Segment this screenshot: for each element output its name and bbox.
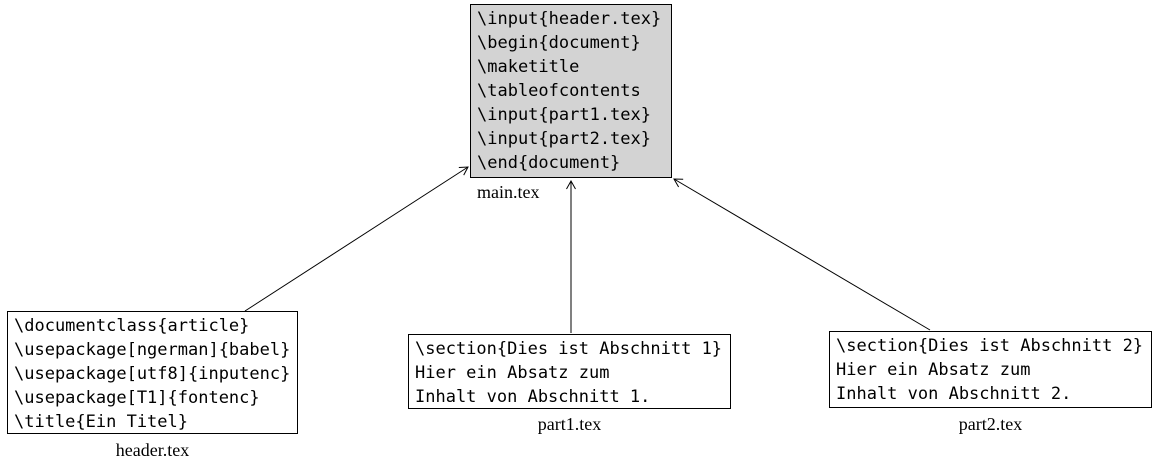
code-line: \input{part2.tex} [477, 129, 651, 149]
file-box-header-tex: \documentclass{article} \usepackage[nger… [7, 311, 298, 434]
code-line: Hier ein Absatz zum [415, 363, 610, 383]
code-line: Inhalt von Abschnitt 2. [836, 384, 1072, 404]
file-label-main-tex: main.tex [477, 182, 540, 202]
code-line: \maketitle [477, 57, 580, 77]
file-box-part1-tex: \section{Dies ist Abschnitt 1} Hier ein … [408, 334, 731, 409]
code-line: \usepackage[T1]{fontenc} [14, 388, 260, 408]
file-box-part2-tex: \section{Dies ist Abschnitt 2} Hier ein … [829, 331, 1152, 408]
code-line: \input{header.tex} [477, 9, 662, 29]
code-line: Inhalt von Abschnitt 1. [415, 387, 651, 407]
code-line: \section{Dies ist Abschnitt 1} [415, 339, 723, 359]
code-line: \title{Ein Titel} [14, 412, 188, 432]
code-line: \end{document} [477, 153, 621, 173]
code-line: \usepackage[utf8]{inputenc} [14, 364, 291, 384]
file-label-part2-tex: part2.tex [958, 414, 1023, 434]
code-line: \begin{document} [477, 33, 641, 53]
file-label-part1-tex: part1.tex [537, 414, 602, 434]
code-line: Hier ein Absatz zum [836, 360, 1031, 380]
edge-header-to-main-arrow [244, 166, 469, 312]
code-line: \documentclass{article} [14, 316, 250, 336]
code-line: \usepackage[ngerman]{babel} [14, 340, 291, 360]
code-line: \tableofcontents [477, 81, 641, 101]
edge-part2-to-main-arrow [673, 178, 931, 331]
file-label-header-tex: header.tex [115, 440, 190, 460]
code-line: \section{Dies ist Abschnitt 2} [836, 336, 1144, 356]
code-line: \input{part1.tex} [477, 105, 651, 125]
file-box-main-tex: \input{header.tex} \begin{document} \mak… [470, 4, 672, 178]
